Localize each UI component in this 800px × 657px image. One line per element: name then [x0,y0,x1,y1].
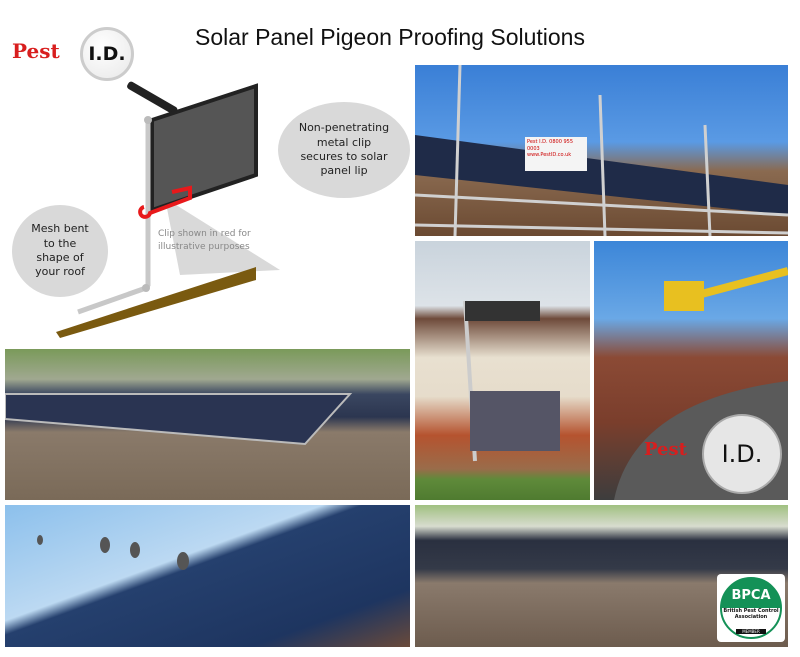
mesh-joint [144,116,152,124]
bpca-name: British Pest Control Association [723,608,779,620]
solar-panel [150,83,258,213]
logo-pest-text: Pest [12,39,60,63]
van-logo-id: I.D. [721,440,763,468]
clip-note: Clip shown in red for illustrative purpo… [158,229,251,252]
clip-callout-tail [165,198,280,275]
pest-id-logo: Pest I.D. [10,22,180,116]
photo-pigeons-on-panels [5,505,410,647]
mesh-callout-text: Mesh bent to the shape of your roof [31,222,89,279]
scaffold-scene [415,65,788,236]
page-title: Solar Panel Pigeon Proofing Solutions [195,24,585,50]
bpca-member: MEMBER [736,629,766,634]
clip-callout: Non-penetrating metal clip secures to so… [278,102,410,198]
photo-house-lift [415,241,590,500]
photo-van-cherry-picker: I.D. Pest [594,241,788,500]
mesh-joint [142,284,150,292]
photo-mesh-along-panels: BPCA British Pest Control Association ME… [415,505,788,647]
clip-callout-text: Non-penetrating metal clip secures to so… [298,121,390,178]
van-logo-lens: I.D. [702,414,782,494]
photo-meshed-panel-on-roof [5,349,410,500]
logo-id-text: I.D. [88,43,126,65]
van-logo-pest: Pest [644,439,687,460]
magnifier-icon: I.D. [80,27,134,81]
bpca-disc: BPCA British Pest Control Association ME… [720,577,782,639]
roof-surface [56,267,256,338]
meshed-panel-scene [5,393,353,446]
pigeons-scene [37,535,189,570]
metal-clip [138,185,192,219]
bpca-acronym: BPCA [731,588,771,603]
mesh-callout: Mesh bent to the shape of your roof [12,205,108,297]
bpca-member-badge: BPCA British Pest Control Association ME… [717,574,785,642]
mesh-diagram [56,83,280,338]
photo-scaffold-roof: Pest I.D. 0800 955 0003 www.PestID.co.uk [415,65,788,236]
scaffold-sign: Pest I.D. 0800 955 0003 www.PestID.co.uk [525,137,587,171]
house-lift-scene [463,300,560,462]
